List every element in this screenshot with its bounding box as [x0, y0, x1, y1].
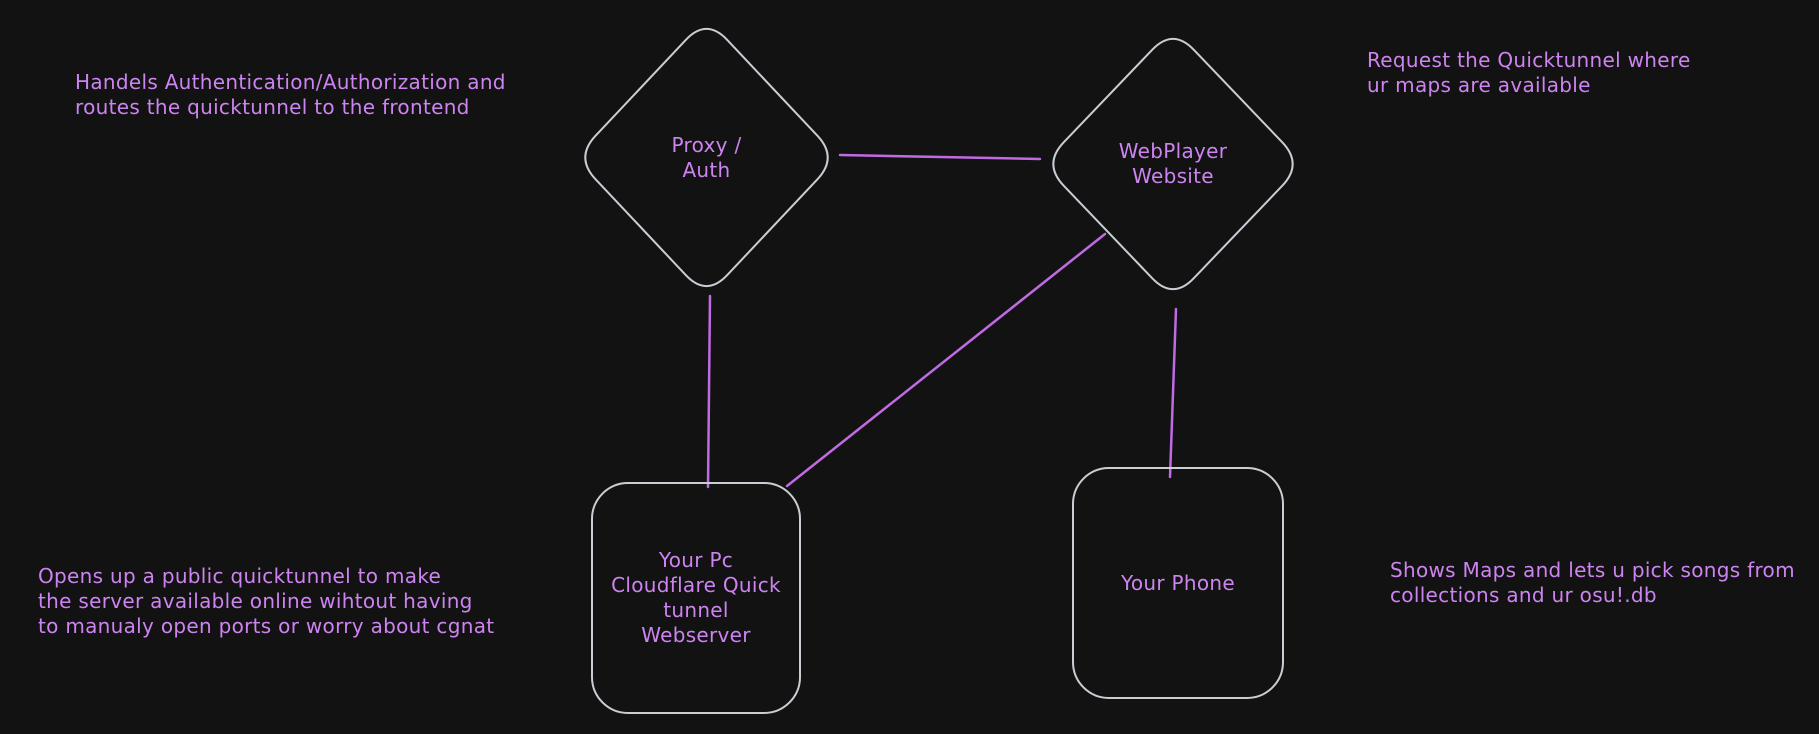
box-your-phone[interactable] [1072, 467, 1284, 699]
connector-webplayer-pc[interactable] [785, 232, 1107, 488]
note-proxy-description[interactable]: Handels Authentication/Authorization and… [75, 70, 506, 119]
note-quicktunnel-description[interactable]: Opens up a public quicktunnel to make th… [38, 564, 495, 638]
diamond-proxy-auth[interactable] [584, 27, 829, 288]
note-webplayer-request-description[interactable]: Request the Quicktunnel where ur maps ar… [1367, 48, 1691, 97]
connector-proxy-webplayer[interactable] [838, 153, 1042, 161]
diamond-webplayer-website[interactable] [1052, 37, 1294, 291]
connector-webplayer-phone[interactable] [1168, 307, 1178, 479]
connector-proxy-pc[interactable] [706, 294, 712, 489]
note-phone-maps-description[interactable]: Shows Maps and lets u pick songs from co… [1390, 558, 1795, 607]
box-your-pc-webserver[interactable] [591, 482, 801, 714]
